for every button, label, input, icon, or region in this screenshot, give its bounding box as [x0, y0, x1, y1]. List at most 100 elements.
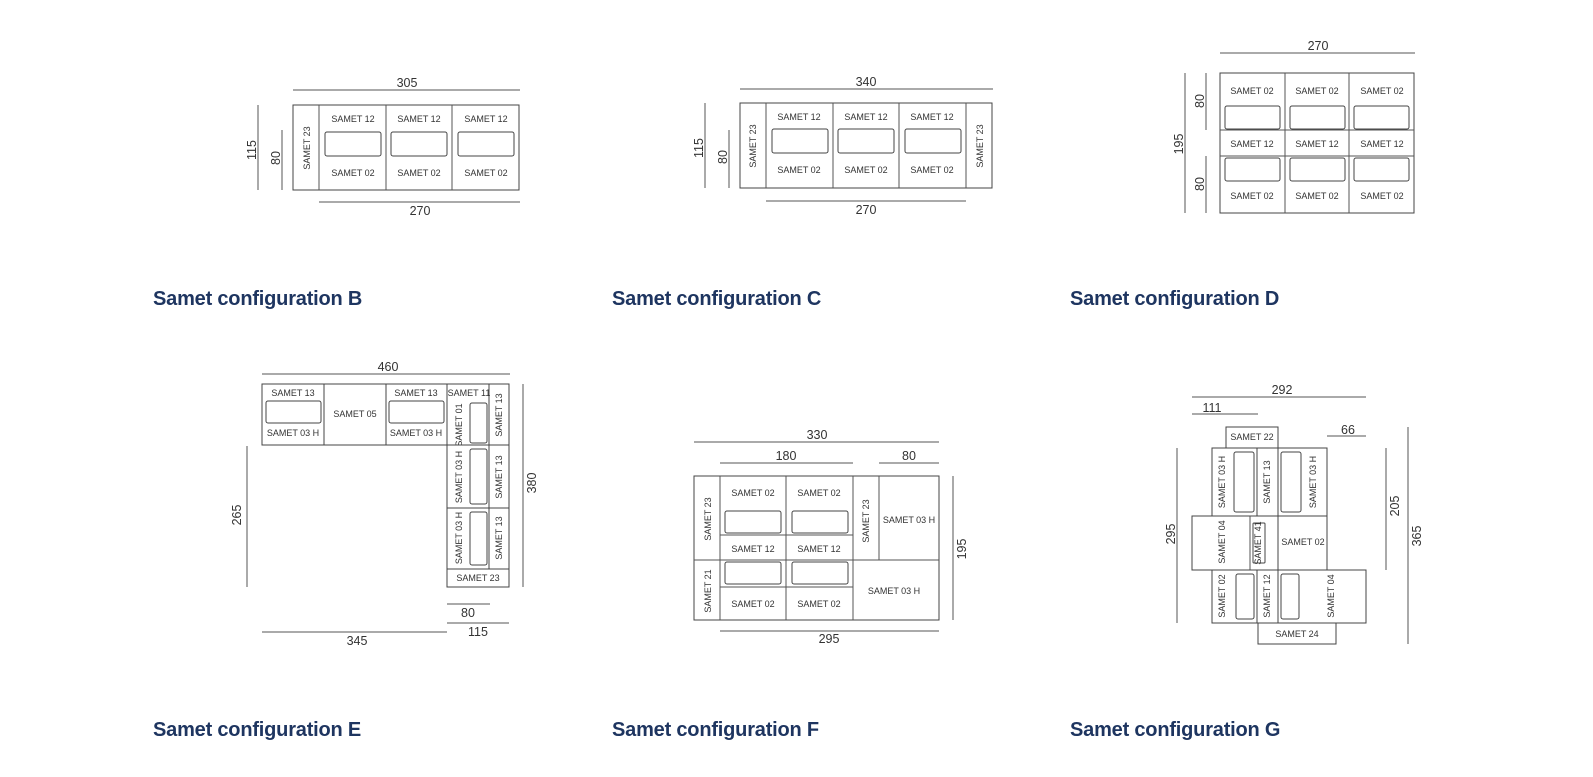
module-label: SAMET 12	[844, 112, 887, 122]
dim-top: 270	[1308, 39, 1329, 53]
module-label: SAMET 12	[1360, 139, 1403, 149]
dim-top-left: 111	[1202, 401, 1221, 415]
module-label: SAMET 02	[731, 488, 774, 498]
module-label: SAMET 02	[464, 168, 507, 178]
module-label: SAMET 02	[1360, 191, 1403, 201]
module-label: SAMET 02	[1230, 191, 1273, 201]
dim-bottom-small: 80	[461, 606, 475, 620]
dim-left-inner: 80	[716, 150, 730, 164]
config-f: 330 180 80 195 295 SAMET 23 SAMET 02 SAM…	[680, 425, 990, 655]
dim-left-inner: 80	[269, 151, 283, 165]
dim-left: 265	[230, 505, 244, 526]
module-label: SAMET 03 H	[883, 515, 935, 525]
module-label: SAMET 03 H	[454, 512, 464, 564]
dim-bottom-left: 345	[347, 634, 368, 648]
module-label: SAMET 13	[271, 388, 314, 398]
module-label: SAMET 13	[494, 516, 504, 559]
module-label: SAMET 05	[333, 409, 376, 419]
module-label: SAMET 22	[1230, 432, 1273, 442]
module-label: SAMET 12	[397, 114, 440, 124]
module-label: SAMET 03 H	[1217, 456, 1227, 508]
dim-left-outer: 115	[245, 140, 259, 160]
module-label: SAMET 12	[1295, 139, 1338, 149]
caption-config-c: Samet configuration C	[612, 288, 822, 310]
module-label: SAMET 03 H	[1308, 456, 1318, 508]
dim-right-outer: 365	[1410, 526, 1424, 547]
module-label: SAMET 03 H	[390, 428, 442, 438]
module-label: SAMET 02	[397, 168, 440, 178]
module-label: SAMET 02	[797, 488, 840, 498]
module-label: SAMET 02	[1217, 574, 1227, 617]
module-label: SAMET 23	[302, 126, 312, 169]
module-label: SAMET 24	[1275, 629, 1318, 639]
module-label: SAMET 23	[703, 497, 713, 540]
config-f-diagram: 330 180 80 195 295 SAMET 23 SAMET 02 SAM…	[693, 428, 969, 646]
module-label: SAMET 11	[448, 388, 491, 398]
caption-config-b: Samet configuration B	[153, 288, 363, 310]
config-d: 270 195 80 80 SAMET 02 SAMET 02 SAMET 02…	[1160, 30, 1440, 230]
module-label: SAMET 23	[861, 499, 871, 542]
module-label: SAMET 12	[731, 544, 774, 554]
module-label: SAMET 02	[1360, 86, 1403, 96]
dim-bottom-right: 115	[468, 625, 488, 639]
module-label: SAMET 02	[331, 168, 374, 178]
dim-top-left: 180	[776, 449, 797, 463]
dim-top: 292	[1272, 383, 1293, 397]
dim-left-bottom: 80	[1193, 177, 1207, 191]
module-label: SAMET 23	[748, 124, 758, 167]
dim-left-top: 80	[1193, 94, 1207, 108]
module-label: SAMET 02	[1295, 86, 1338, 96]
dim-right-inner: 205	[1388, 496, 1402, 517]
caption-config-d: Samet configuration D	[1070, 288, 1280, 310]
caption-config-e: Samet configuration E	[153, 719, 362, 741]
dim-bottom: 270	[410, 204, 431, 218]
dim-right: 380	[525, 473, 539, 494]
module-label: SAMET 02	[1230, 86, 1273, 96]
dim-bottom: 295	[819, 632, 840, 646]
module-label: SAMET 03 H	[454, 451, 464, 503]
module-label: SAMET 13	[394, 388, 437, 398]
module-label: SAMET 02	[1281, 537, 1324, 547]
module-label: SAMET 02	[777, 165, 820, 175]
module-label: SAMET 12	[464, 114, 507, 124]
dim-top-right: 80	[902, 449, 916, 463]
module-label: SAMET 02	[731, 599, 774, 609]
module-label: SAMET 23	[975, 124, 985, 167]
module-label: SAMET 13	[494, 393, 504, 436]
caption-config-g: Samet configuration G	[1070, 719, 1281, 741]
module-label: SAMET 04	[1326, 574, 1336, 617]
dim-left: 295	[1164, 524, 1178, 545]
module-label: SAMET 12	[797, 544, 840, 554]
module-label: SAMET 21	[703, 569, 713, 612]
module-label: SAMET 03 H	[868, 586, 920, 596]
module-label: SAMET 41	[1253, 521, 1263, 564]
config-b: 305 270 115 80 SAMET 23 SAMET 12 SAMET 1…	[240, 70, 540, 230]
dim-top: 330	[807, 428, 828, 442]
module-label: SAMET 12	[1262, 574, 1272, 617]
dim-top: 340	[856, 75, 877, 89]
module-label: SAMET 23	[456, 573, 499, 583]
dim-top-right: 66	[1341, 423, 1355, 437]
module-label: SAMET 02	[910, 165, 953, 175]
module-label: SAMET 12	[777, 112, 820, 122]
config-c-diagram: 340 270 115 80 SAMET 23 SAMET 12 SAMET 1…	[692, 75, 993, 217]
config-d-diagram: 270 195 80 80 SAMET 02 SAMET 02 SAMET 02…	[1172, 39, 1415, 214]
module-label: SAMET 02	[844, 165, 887, 175]
dim-left-outer: 195	[1172, 134, 1186, 155]
module-label: SAMET 02	[1295, 191, 1338, 201]
module-label: SAMET 04	[1217, 520, 1227, 563]
module-label: SAMET 13	[494, 455, 504, 498]
config-g-diagram: 292 111 66 295 205 365 SAMET 22 SAMET 03…	[1164, 383, 1424, 645]
config-e-diagram: 460 380 265 80 115 345 SAMET 13 SAMET 03…	[230, 360, 539, 648]
dim-right: 195	[955, 539, 969, 560]
dim-top: 305	[397, 76, 418, 90]
config-e: 460 380 265 80 115 345 SAMET 13 SAMET 03…	[220, 355, 560, 655]
module-label: SAMET 12	[910, 112, 953, 122]
module-label: SAMET 13	[1262, 460, 1272, 503]
config-g: 292 111 66 295 205 365 SAMET 22 SAMET 03…	[1150, 380, 1440, 655]
dim-left-outer: 115	[692, 138, 706, 158]
dim-top: 460	[378, 360, 399, 374]
config-b-diagram: 305 270 115 80 SAMET 23 SAMET 12 SAMET 1…	[245, 76, 520, 218]
module-label: SAMET 12	[331, 114, 374, 124]
module-label: SAMET 03 H	[267, 428, 319, 438]
